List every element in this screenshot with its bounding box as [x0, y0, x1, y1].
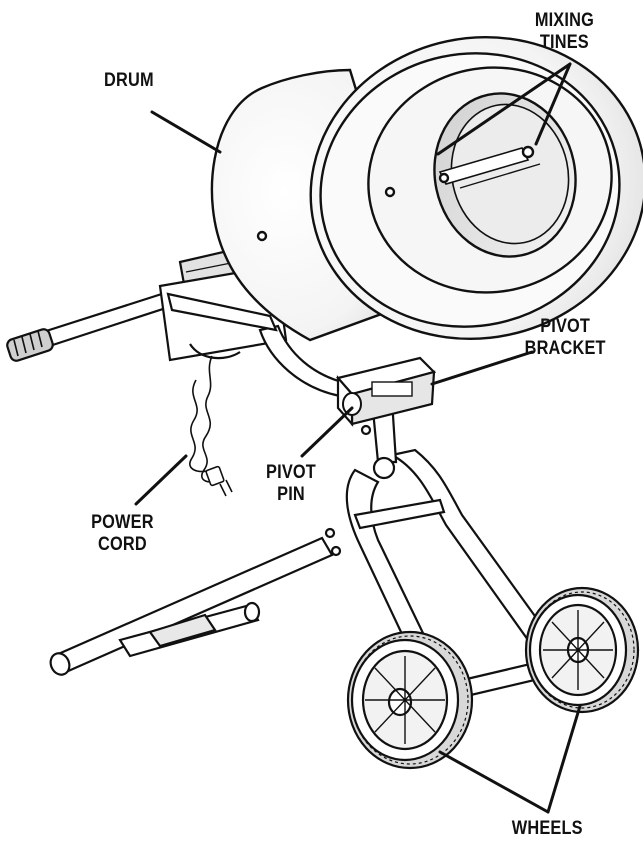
label-pivot-bracket-line1: PIVOT [540, 316, 591, 337]
label-mixing-tines-line2: TINES [539, 32, 589, 53]
leader-wheels-a [438, 750, 550, 814]
leader-tines-a [436, 62, 572, 156]
tire-tread [351, 591, 635, 765]
rear-wheel [524, 586, 640, 714]
rear-handle [49, 536, 334, 676]
label-mixing-tines: MIXING TINES [535, 10, 594, 54]
leader-tines-b [534, 62, 572, 146]
label-pivot-bracket: PIVOT BRACKET [525, 316, 606, 360]
power-cord [189, 355, 233, 497]
label-wheels: WHEELS [512, 818, 583, 840]
leader-lines [134, 62, 582, 814]
label-pivot-pin-line1: PIVOT [266, 462, 316, 483]
label-pivot-pin-line2: PIN [277, 484, 305, 505]
label-drum: DRUM [104, 70, 154, 92]
pivot-bracket [335, 356, 437, 427]
leader-power-cord [134, 454, 188, 506]
label-pivot-bracket-line2: BRACKET [524, 338, 606, 359]
label-mixing-tines-line1: MIXING [534, 10, 594, 31]
leader-wheels-b [546, 704, 582, 814]
label-power-cord: POWER CORD [91, 512, 154, 556]
label-power-cord-line1: POWER [91, 512, 154, 533]
leader-pivot-bracket [430, 350, 534, 386]
front-wheel [346, 630, 474, 770]
label-drum-text: DRUM [104, 70, 154, 91]
leader-pivot-pin [300, 406, 354, 458]
pivot-pin [342, 392, 362, 416]
leader-drum [150, 110, 222, 154]
tilt-handle [6, 290, 174, 362]
label-power-cord-line2: CORD [97, 534, 147, 555]
label-pivot-pin: PIVOT PIN [266, 462, 316, 506]
label-wheels-text: WHEELS [511, 818, 583, 839]
